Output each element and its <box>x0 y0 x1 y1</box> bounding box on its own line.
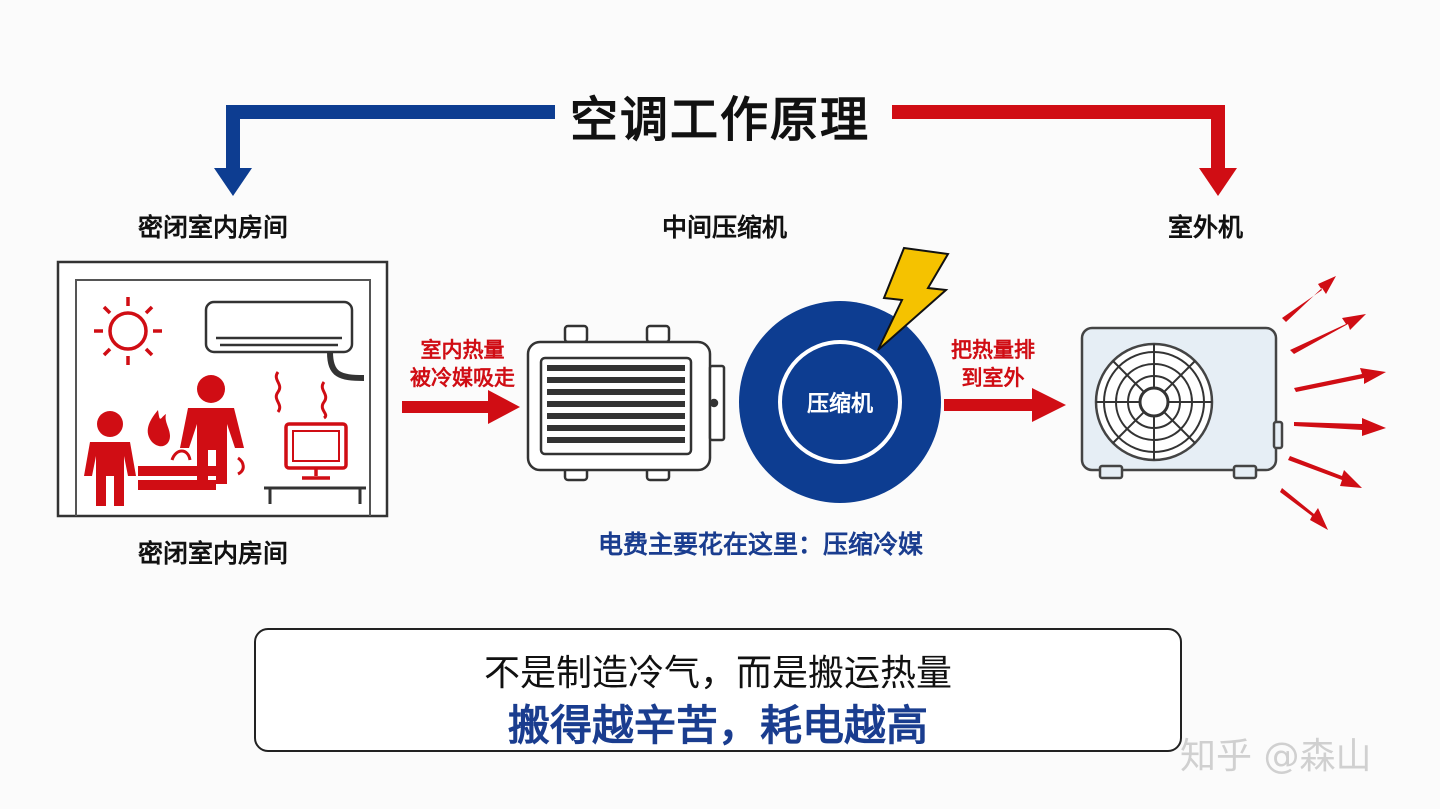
outdoor-heat-text-line2: 到室外 <box>961 366 1025 390</box>
summary-line2: 搬得越辛苦，耗电越高 <box>507 701 928 750</box>
flame-icon <box>147 410 170 447</box>
compressor-note: 电费主要花在这里：压缩冷媒 <box>598 530 924 559</box>
sun-icon <box>94 297 162 365</box>
red-connector-arrow <box>892 105 1237 196</box>
outdoor-heat-text-line1: 把热量排 <box>951 338 1035 362</box>
indoor-heat-arrow <box>402 390 520 424</box>
room-illustration <box>56 260 389 518</box>
diagram-title: 空调工作原理 <box>569 92 870 148</box>
tv-icon <box>284 422 348 480</box>
outdoor-heat-arrow <box>944 388 1066 422</box>
lightning-icon <box>877 246 950 351</box>
compressor-icon <box>739 301 941 503</box>
blue-connector-arrow <box>214 105 555 196</box>
compressor-center-label: 压缩机 <box>806 392 873 417</box>
outdoor-label-top: 室外机 <box>1168 213 1244 242</box>
heat-ray-icon <box>1280 276 1386 530</box>
person-icon <box>84 411 136 506</box>
room-label-bottom: 密闭室内房间 <box>138 539 289 568</box>
watermark: 知乎 @森山 <box>1180 736 1372 777</box>
fan-unit-icon <box>1080 326 1284 480</box>
summary-box <box>254 628 1182 752</box>
outdoor-heat-text: 把热量排 到室外 <box>938 336 1048 392</box>
summary-line1: 不是制造冷气，而是搬运热量 <box>483 653 952 694</box>
indoor-heat-text: 室内热量 被冷媒吸走 <box>400 336 525 392</box>
indoor-heat-text-line2: 被冷媒吸走 <box>410 366 515 390</box>
person-icon <box>180 375 244 484</box>
condenser-icon <box>526 324 726 482</box>
heat-wave-icon <box>274 371 328 420</box>
table-icon <box>264 486 366 504</box>
indoor-heat-text-line1: 室内热量 <box>420 338 505 362</box>
wall-ac-icon <box>204 300 365 381</box>
room-label-top: 密闭室内房间 <box>138 213 289 242</box>
compressor-label-top: 中间压缩机 <box>662 213 788 242</box>
bench-icon <box>138 466 216 490</box>
